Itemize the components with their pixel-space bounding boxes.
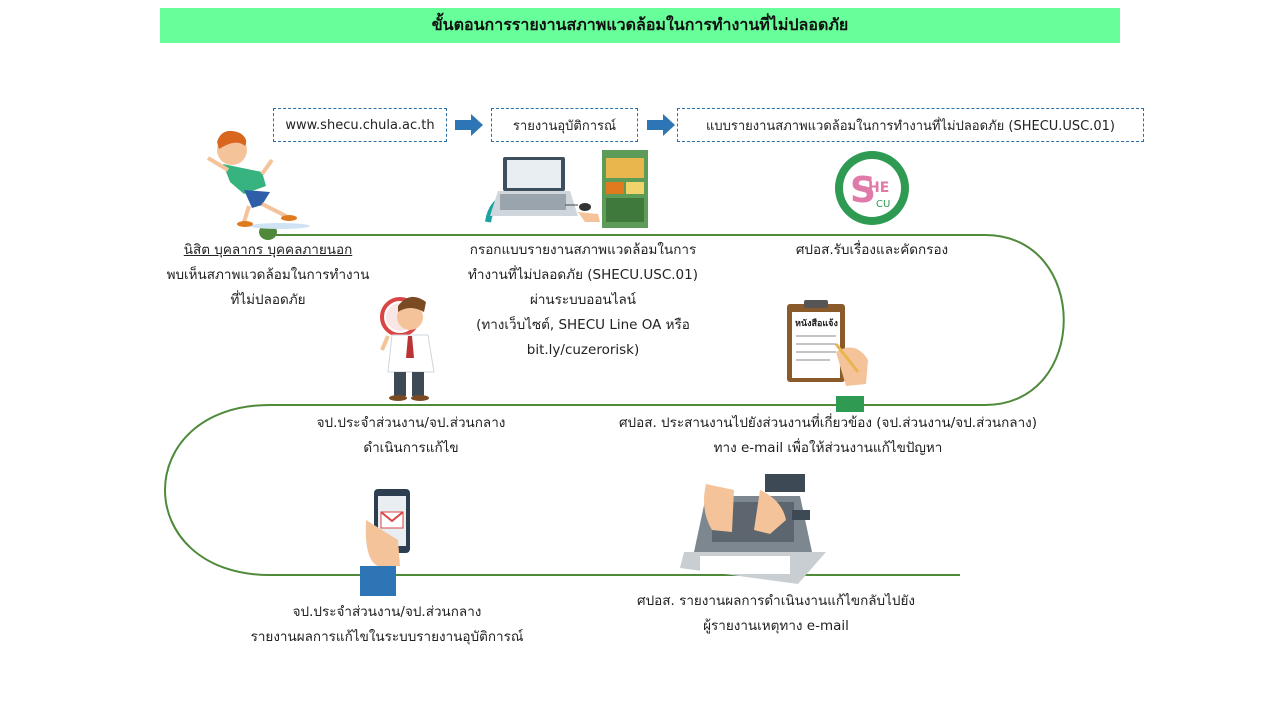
step-7-caption: จป.ประจำส่วนงาน/จป.ส่วนกลาง รายงานผลการแ…: [232, 600, 542, 650]
step-6-line-2: ผู้รายงานเหตุทาง e-mail: [703, 618, 849, 634]
step-4-caption: ศปอส. ประสานงานไปยังส่วนงานที่เกี่ยวข้อง…: [595, 411, 1061, 461]
flow-path: [164, 234, 1065, 576]
step-6-line-1: ศปอส. รายงานผลการดำเนินงานแก้ไขกลับไปยัง: [637, 593, 915, 609]
step-1-caption: นิสิต บุคลากร บุคคลภายนอก พบเห็นสภาพแวดล…: [150, 238, 386, 313]
arrow-right-icon: [647, 114, 675, 136]
step-1-line-1: นิสิต บุคลากร บุคคลภายนอก: [183, 242, 353, 258]
svg-text:CU: CU: [876, 199, 890, 210]
arrow-right-icon: [455, 114, 483, 136]
step-1-line-2: พบเห็นสภาพแวดล้อมในการทำงาน: [166, 267, 370, 283]
step-3-line-1: ศปอส.รับเรื่องและคัดกรอง: [795, 242, 949, 258]
step-3-caption: ศปอส.รับเรื่องและคัดกรอง: [752, 238, 992, 263]
svg-text:HE: HE: [868, 180, 889, 196]
step-1-line-3: ที่ไม่ปลอดภัย: [230, 292, 306, 308]
smartphone-mail-icon: [360, 489, 410, 596]
step-6-caption: ศปอส. รายงานผลการดำเนินงานแก้ไขกลับไปยัง…: [612, 589, 940, 639]
step-4-line-2: ทาง e-mail เพื่อให้ส่วนงานแก้ไขปัญหา: [713, 440, 943, 456]
website-box[interactable]: www.shecu.chula.ac.th: [273, 108, 447, 142]
step-2-line-3: ผ่านระบบออนไลน์: [529, 292, 637, 308]
typing-laptop-icon: [680, 474, 826, 584]
falling-person-icon: [206, 130, 310, 240]
step-5-line-1: จป.ประจำส่วนงาน/จป.ส่วนกลาง: [316, 415, 506, 431]
laptop-form-icon: [485, 150, 648, 228]
notice-paper-text: หนังสือแจ้ง: [795, 317, 838, 329]
step-2-line-1: กรอกแบบรายงานสภาพแวดล้อมในการ: [469, 242, 697, 258]
step-7-line-2: รายงานผลการแก้ไขในระบบรายงานอุบัติการณ์: [250, 629, 524, 645]
step-5-line-2: ดำเนินการแก้ไข: [363, 440, 459, 456]
form-box[interactable]: แบบรายงานสภาพแวดล้อมในการทำงานที่ไม่ปลอด…: [677, 108, 1144, 142]
step-2-caption: กรอกแบบรายงานสภาพแวดล้อมในการ ทำงานที่ไม…: [450, 238, 716, 363]
svg-text:S: S: [850, 170, 876, 211]
shecu-logo-icon: S HE CU: [835, 151, 909, 225]
step-4-line-1: ศปอส. ประสานงานไปยังส่วนงานที่เกี่ยวข้อง…: [618, 415, 1038, 431]
step-5-caption: จป.ประจำส่วนงาน/จป.ส่วนกลาง ดำเนินการแก้…: [290, 411, 532, 461]
detective-man-icon: [380, 296, 435, 401]
step-2-line-5: bit.ly/cuzerorisk): [526, 342, 640, 358]
step-2-line-2: ทำงานที่ไม่ปลอดภัย (SHECU.USC.01): [467, 267, 698, 283]
incident-report-box[interactable]: รายงานอุบัติการณ์: [491, 108, 638, 142]
step-2-line-4: (ทางเว็บไซต์, SHECU Line OA หรือ: [476, 317, 690, 333]
page-title: ขั้นตอนการรายงานสภาพแวดล้อมในการทำงานที่…: [160, 8, 1120, 43]
clipboard-notice-icon: หนังสือแจ้ง: [787, 300, 868, 412]
step-7-line-1: จป.ประจำส่วนงาน/จป.ส่วนกลาง: [292, 604, 482, 620]
